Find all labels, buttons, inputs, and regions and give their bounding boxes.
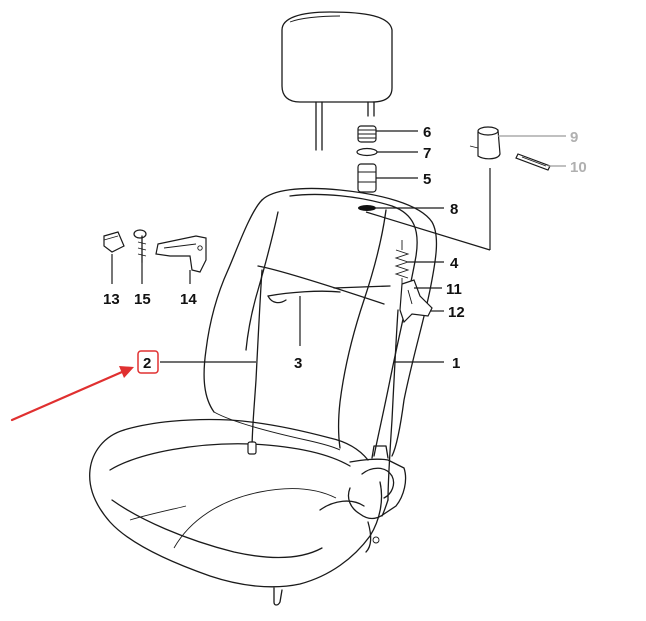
guide-sleeve-6 <box>357 125 377 143</box>
leader-lines <box>111 130 566 363</box>
release-lever <box>399 279 433 324</box>
screw-15 <box>133 229 147 263</box>
cable-3 <box>267 285 391 304</box>
bracket-14 <box>155 235 207 273</box>
callout-3: 3 <box>294 355 302 372</box>
callout-4: 4 <box>450 255 459 272</box>
recliner-hinge <box>319 445 407 553</box>
callout-14: 14 <box>180 291 197 308</box>
headrest <box>281 11 393 151</box>
callout-6: 6 <box>423 124 431 141</box>
ring-7 <box>356 147 378 157</box>
backrest <box>203 187 438 457</box>
callout-11: 11 <box>446 281 462 298</box>
seat-rail <box>273 587 283 606</box>
cap-9 <box>469 126 501 160</box>
callout-13: 13 <box>103 291 120 308</box>
highlighted-callout-2: 2 <box>137 350 159 374</box>
callout-labels: 6 7 5 8 9 10 4 11 12 1 3 13 15 14 <box>103 124 587 372</box>
sleeve-5 <box>357 163 377 193</box>
callout-5: 5 <box>423 171 431 188</box>
callout-12: 12 <box>448 304 465 321</box>
washer-8 <box>358 205 376 211</box>
callout-2: 2 <box>143 355 151 372</box>
callout-9: 9 <box>570 129 578 146</box>
highlight-box <box>137 350 159 374</box>
callout-15: 15 <box>134 291 151 308</box>
callout-7: 7 <box>423 145 431 162</box>
callout-10: 10 <box>570 159 587 176</box>
spring-4 <box>394 240 410 288</box>
cap-13 <box>103 231 125 253</box>
red-arrow <box>10 366 134 422</box>
cable-1 <box>381 309 399 517</box>
seat-cushion <box>89 418 383 588</box>
cable-2 <box>247 265 385 455</box>
callout-1: 1 <box>452 355 460 372</box>
pin-10 <box>515 153 551 171</box>
callout-8: 8 <box>450 201 458 218</box>
